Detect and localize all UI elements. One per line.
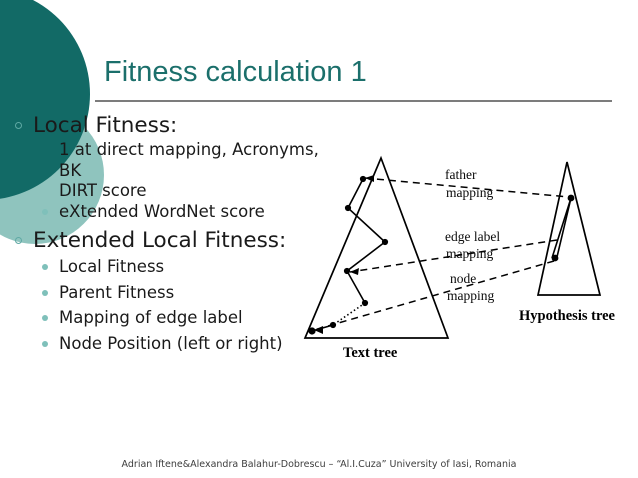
edge-label-arrowhead bbox=[350, 268, 359, 275]
dot-bullet-icon bbox=[42, 208, 48, 215]
ring-bullet-icon bbox=[15, 237, 22, 244]
edge-label-mapping-line bbox=[349, 239, 558, 273]
node-mapping-label-line1: node bbox=[450, 271, 477, 286]
father-mapping-label-line1: father bbox=[445, 167, 477, 182]
list-item: eXtended WordNet score bbox=[12, 202, 322, 223]
bullet-heading-local-fitness: Local Fitness: bbox=[12, 113, 322, 139]
text-tree-node bbox=[381, 238, 389, 246]
edge-label-mapping-label-line2: mapping bbox=[446, 246, 494, 261]
list-item: Mapping of edge label bbox=[12, 308, 322, 329]
bullet-heading-label: Local Fitness: bbox=[33, 113, 178, 138]
hypothesis-tree-node bbox=[567, 194, 575, 202]
tree-mapping-diagram: father mapping edge label mapping node m… bbox=[295, 145, 638, 370]
list-item-label: eXtended WordNet score bbox=[59, 201, 265, 221]
hypothesis-tree-triangle bbox=[536, 161, 602, 296]
list-item-label: Mapping of edge label bbox=[59, 308, 243, 327]
text-tree-node bbox=[308, 327, 316, 335]
list-item-label: Parent Fitness bbox=[59, 282, 175, 302]
edge-label-mapping-label-line1: edge label bbox=[445, 229, 501, 244]
father-mapping-line bbox=[364, 177, 570, 198]
text-tree-node bbox=[361, 299, 369, 307]
list-item-label: DIRT score bbox=[59, 181, 147, 200]
text-tree-triangle bbox=[303, 155, 450, 339]
father-mapping-label-line2: mapping bbox=[446, 185, 494, 200]
text-tree-node bbox=[343, 267, 351, 275]
hypothesis-tree-edge bbox=[551, 197, 572, 259]
text-tree-label: Text tree bbox=[343, 345, 398, 361]
text-tree-node bbox=[359, 175, 367, 183]
node-mapping-label-line2: mapping bbox=[447, 288, 495, 303]
list-item-label: Local Fitness bbox=[59, 257, 165, 276]
dot-bullet-icon bbox=[42, 340, 48, 347]
bullet-heading-extended-local-fitness: Extended Local Fitness: bbox=[12, 228, 322, 254]
node-mapping-line bbox=[313, 260, 555, 331]
list-item-label: 1 at direct mapping, Acronyms, BK bbox=[59, 140, 319, 180]
father-mapping-arrowhead bbox=[365, 175, 374, 182]
hypothesis-tree-label: Hypothesis tree bbox=[519, 308, 615, 324]
bullet-heading-label: Extended Local Fitness: bbox=[33, 228, 287, 253]
dot-bullet-icon bbox=[42, 315, 48, 321]
slide-footer: Adrian Iftene&Alexandra Balahur-Dobrescu… bbox=[121, 459, 517, 470]
slide-title: Fitness calculation 1 bbox=[104, 56, 367, 88]
diagram-svg bbox=[303, 155, 602, 339]
text-tree-edge-dotted bbox=[332, 302, 366, 326]
dot-bullet-icon bbox=[42, 264, 48, 270]
list-item: DIRT score bbox=[12, 181, 322, 202]
list-item-label: Node Position (left or right) bbox=[59, 333, 283, 353]
dot-bullet-icon bbox=[42, 289, 48, 296]
node-mapping-arrowhead bbox=[314, 326, 323, 334]
title-underline-rule bbox=[95, 100, 612, 102]
text-tree-node bbox=[344, 204, 352, 212]
list-item: 1 at direct mapping, Acronyms, BK bbox=[12, 140, 322, 181]
list-item: Node Position (left or right) bbox=[12, 334, 322, 355]
ring-bullet-icon bbox=[15, 122, 22, 129]
text-tree-edges bbox=[345, 178, 387, 304]
list-item: Parent Fitness bbox=[12, 283, 322, 304]
hypothesis-tree-node bbox=[551, 254, 559, 262]
bullet-list: Local Fitness: 1 at direct mapping, Acro… bbox=[12, 113, 322, 354]
list-item: Local Fitness bbox=[12, 257, 322, 278]
